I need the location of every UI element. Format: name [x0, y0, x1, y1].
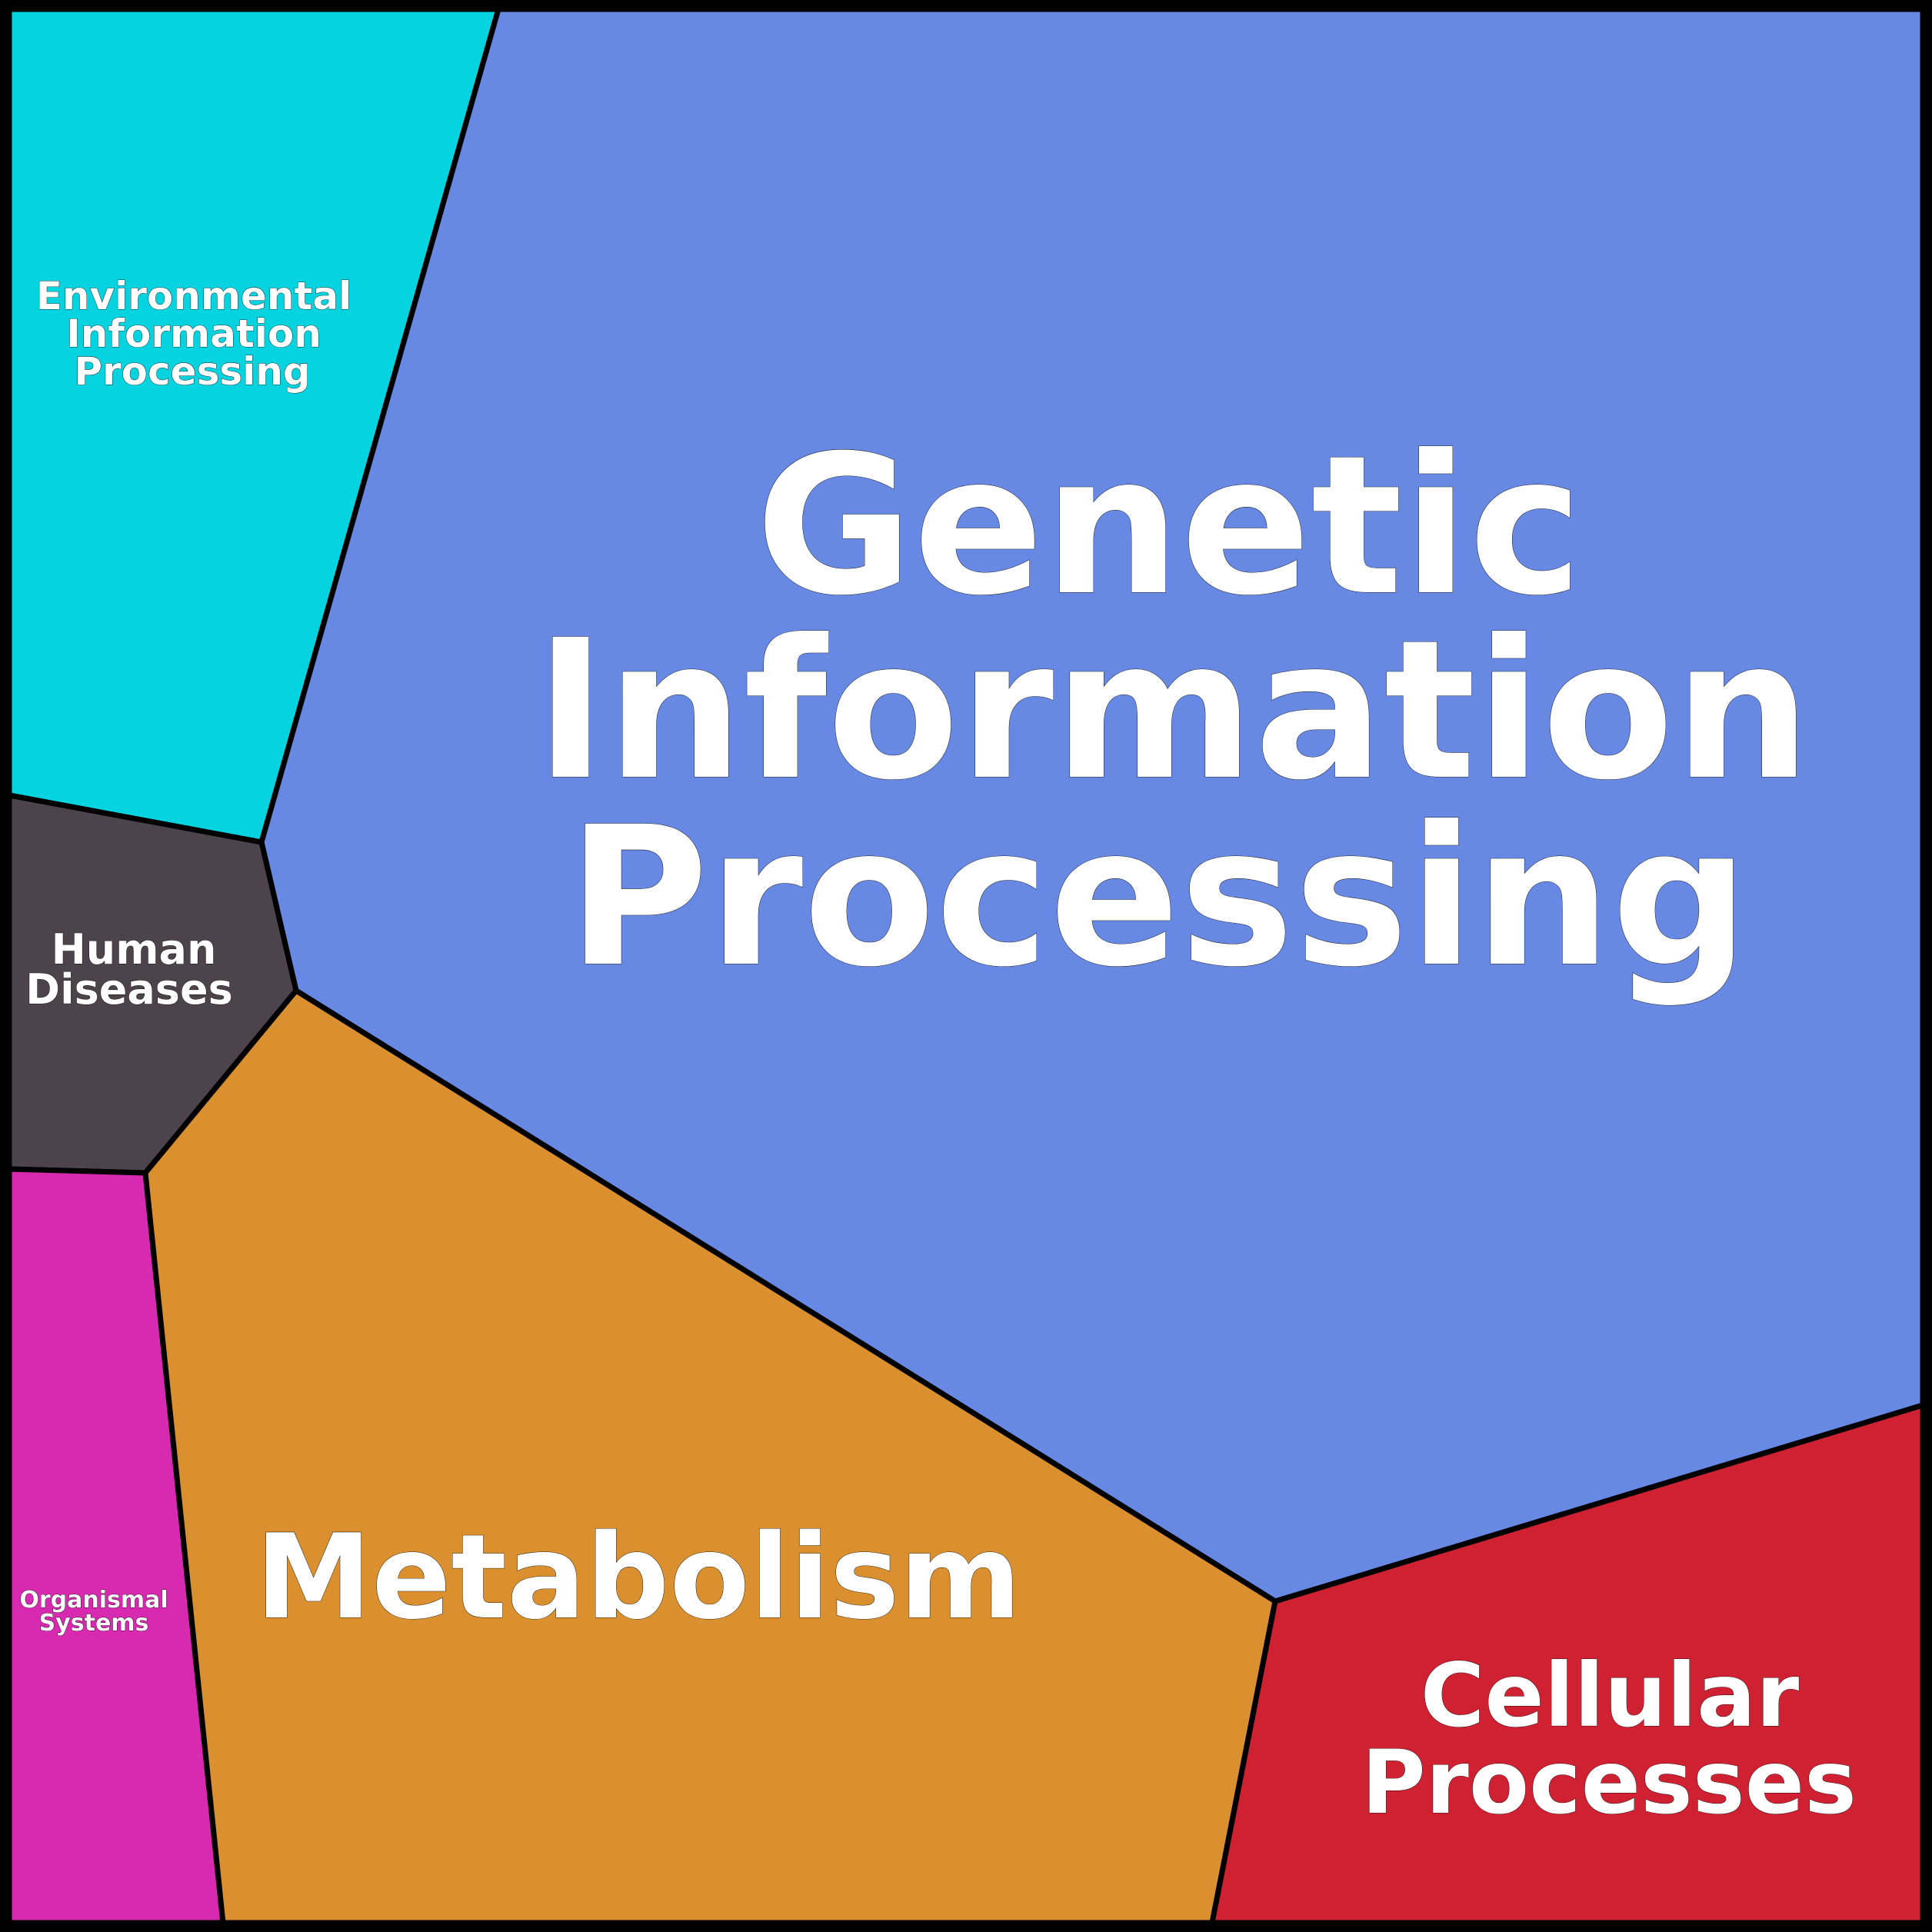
- label-line: Processing: [568, 785, 1749, 1009]
- label-line: Diseases: [25, 965, 232, 1014]
- label-line: Processes: [1361, 1731, 1857, 1834]
- label-human-diseases: Human Diseases: [25, 925, 233, 1014]
- label-metabolism: Metabolism: [255, 1509, 1022, 1646]
- label-line: Cellular: [1421, 1644, 1800, 1747]
- label-cellular-processes: Cellular Processes: [1361, 1644, 1857, 1834]
- label-line: Genetic: [755, 414, 1583, 638]
- label-organismal-systems: Organismal Systems: [19, 1587, 168, 1637]
- label-line: Systems: [39, 1610, 149, 1637]
- label-line: Organismal: [19, 1587, 168, 1614]
- label-line: Environmental: [36, 274, 351, 318]
- label-line: Human: [52, 925, 217, 974]
- label-line: Information: [535, 598, 1811, 822]
- label-line: Information: [66, 311, 321, 356]
- label-genetic-information-processing: Genetic Information Processing: [535, 414, 1811, 1010]
- label-line: Metabolism: [255, 1509, 1021, 1645]
- label-environmental-information-processing: Environmental Information Processing: [35, 274, 351, 395]
- label-line: Processing: [74, 349, 310, 394]
